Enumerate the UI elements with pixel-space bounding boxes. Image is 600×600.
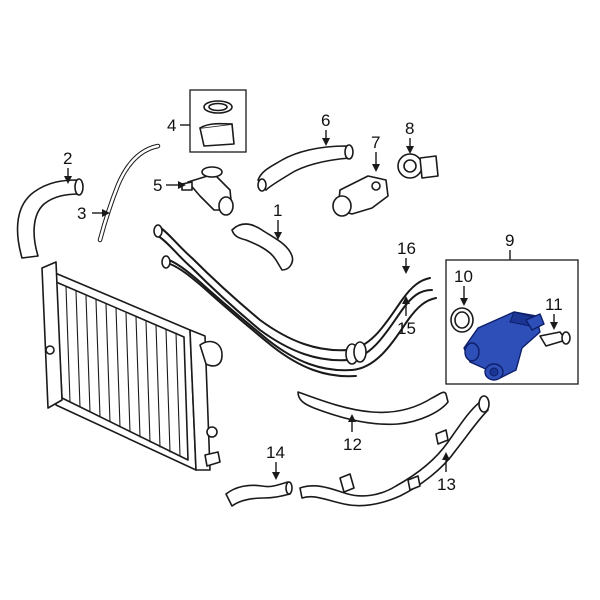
part-9-assembly xyxy=(445,259,579,385)
callout-15: 15 xyxy=(397,319,416,338)
callout-7: 7 xyxy=(371,133,380,152)
callout-5: 5 xyxy=(153,176,162,195)
callout-labels: 1 2 3 4 5 6 7 8 9 10 11 12 13 14 15 16 xyxy=(63,111,563,494)
part-12-hose xyxy=(297,391,449,426)
part-11-sensor xyxy=(539,331,571,347)
callout-14: 14 xyxy=(266,443,285,462)
part-8-thermostat xyxy=(397,153,439,179)
callout-12: 12 xyxy=(343,435,362,454)
leader-lines xyxy=(64,124,558,480)
callout-16: 16 xyxy=(397,239,416,258)
part-3-tube xyxy=(97,143,161,243)
part-14-hose xyxy=(225,481,291,507)
part-4-cap-group xyxy=(189,89,247,153)
callout-2: 2 xyxy=(63,149,72,168)
part-2-hose xyxy=(16,179,81,259)
callout-9: 9 xyxy=(505,231,514,250)
radiator xyxy=(41,261,223,471)
callout-1: 1 xyxy=(273,201,282,220)
callout-13: 13 xyxy=(437,475,456,494)
callout-8: 8 xyxy=(405,119,414,138)
callout-10: 10 xyxy=(454,267,473,286)
callout-11: 11 xyxy=(545,295,563,314)
callout-6: 6 xyxy=(321,111,330,130)
part-5-fitting xyxy=(181,166,234,216)
callout-3: 3 xyxy=(77,204,86,223)
part-6-hose xyxy=(257,145,351,191)
callout-4: 4 xyxy=(167,116,176,135)
part-1-hose xyxy=(231,223,294,271)
part-7-housing xyxy=(332,175,389,217)
parts-15-16-lines xyxy=(153,224,437,378)
